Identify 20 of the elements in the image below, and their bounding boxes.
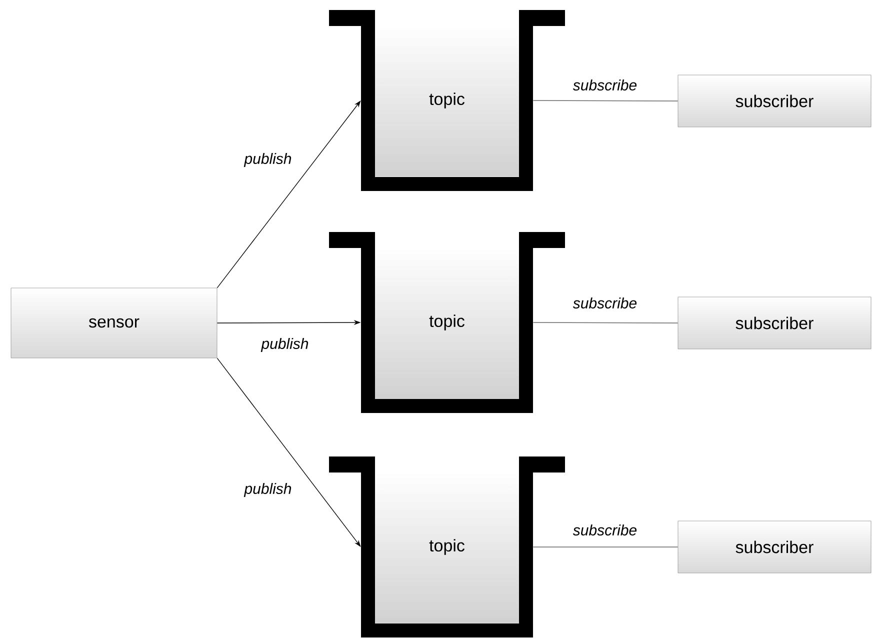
edge-label: subscribe (572, 523, 638, 536)
subscriber-box: subscriber (678, 74, 872, 128)
arrow (216, 100, 361, 288)
edge-label: publish (260, 337, 310, 353)
topic-container: topic (329, 456, 565, 638)
connector-line (532, 100, 678, 102)
node-label: topic (429, 92, 464, 108)
node-label: topic (429, 539, 464, 555)
node-label: topic (429, 314, 464, 330)
edge-label: publish (243, 152, 293, 168)
subscriber-box: subscriber (678, 520, 872, 574)
sensor-box: sensor (10, 288, 218, 358)
connector-line (532, 546, 678, 548)
connector-line (532, 322, 678, 324)
edge-label: subscribe (572, 78, 638, 92)
edge-label: publish (243, 482, 293, 498)
subscriber-box: subscriber (678, 296, 872, 350)
topic-container: topic (329, 10, 565, 191)
edge-label: subscribe (572, 296, 638, 310)
topic-container: topic (329, 232, 565, 413)
